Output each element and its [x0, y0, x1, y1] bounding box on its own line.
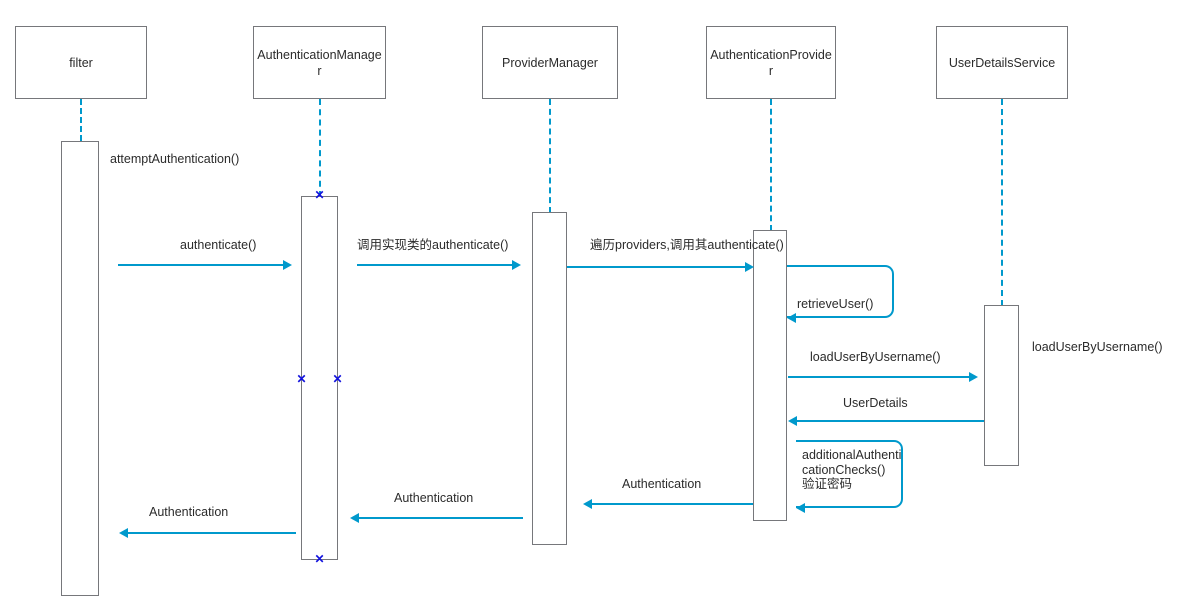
lifeline-user-details-service — [1001, 99, 1003, 306]
destroy-marker-authentication-manager-top: ✕ — [314, 188, 325, 202]
message-label-authentication-return-1: Authentication — [622, 477, 702, 491]
participant-label: AuthenticationProvider — [710, 47, 832, 78]
lifeline-filter — [80, 99, 82, 141]
message-label-iterate-providers: 遍历providers,调用其authenticate() — [590, 238, 784, 252]
message-line-authentication-return-2 — [359, 517, 523, 519]
message-label-additional-authentication-checks: additionalAuthenti cationChecks() 验证密码 — [802, 448, 902, 492]
participant-label: AuthenticationManager — [257, 47, 382, 78]
message-line-load-user-by-username — [788, 376, 969, 378]
participant-filter[interactable]: filter — [15, 26, 147, 99]
activation-authentication-manager — [301, 196, 338, 560]
selfcall-arrowhead-additional-authentication-checks — [796, 503, 805, 513]
participant-label: ProviderManager — [502, 55, 598, 70]
selfcall-loop-additional-authentication-checks — [796, 440, 903, 508]
additional-checks-line-3: 验证密码 — [802, 477, 853, 491]
lifeline-authentication-provider — [770, 99, 772, 231]
message-line-authentication-return-1 — [592, 503, 753, 505]
additional-checks-line-2: cationChecks() — [802, 462, 886, 477]
destroy-marker-authentication-manager-right: ✕ — [332, 372, 343, 386]
activation-user-details-service — [984, 305, 1019, 466]
message-line-iterate-providers — [567, 266, 745, 268]
message-label-attempt-authentication: attemptAuthentication() — [110, 152, 240, 166]
participant-user-details-service[interactable]: UserDetailsService — [936, 26, 1068, 99]
participant-label: filter — [69, 55, 93, 70]
message-label-load-user-by-username-note: loadUserByUsername() — [1032, 340, 1163, 354]
participant-authentication-provider[interactable]: AuthenticationProvider — [706, 26, 836, 99]
selfcall-arrowhead-retrieve-user — [787, 313, 796, 323]
message-arrowhead-user-details — [788, 416, 797, 426]
message-arrowhead-authentication-return-3 — [119, 528, 128, 538]
selfcall-loop-retrieve-user — [787, 265, 894, 318]
message-label-authentication-return-2: Authentication — [394, 491, 474, 505]
message-arrowhead-call-impl-authenticate — [512, 260, 521, 270]
activation-filter — [61, 141, 99, 596]
lifeline-provider-manager — [549, 99, 551, 213]
destroy-marker-authentication-manager-left: ✕ — [296, 372, 307, 386]
message-line-authenticate — [118, 264, 283, 266]
participant-provider-manager[interactable]: ProviderManager — [482, 26, 618, 99]
message-label-call-impl-authenticate: 调用实现类的authenticate() — [357, 238, 509, 252]
participant-authentication-manager[interactable]: AuthenticationManager — [253, 26, 386, 99]
message-label-load-user-by-username: loadUserByUsername() — [810, 350, 941, 364]
message-label-user-details: UserDetails — [843, 396, 908, 410]
message-label-authenticate: authenticate() — [180, 238, 257, 252]
message-line-call-impl-authenticate — [357, 264, 512, 266]
message-arrowhead-iterate-providers — [745, 262, 754, 272]
activation-authentication-provider — [753, 230, 787, 521]
activation-provider-manager — [532, 212, 567, 545]
destroy-marker-authentication-manager-bottom: ✕ — [314, 552, 325, 566]
message-line-user-details — [797, 420, 984, 422]
message-line-authentication-return-3 — [128, 532, 296, 534]
message-label-authentication-return-3: Authentication — [149, 505, 229, 519]
message-arrowhead-authenticate — [283, 260, 292, 270]
message-label-retrieve-user: retrieveUser() — [797, 297, 874, 311]
message-arrowhead-load-user-by-username — [969, 372, 978, 382]
additional-checks-line-1: additionalAuthenti — [802, 448, 902, 462]
message-arrowhead-authentication-return-1 — [583, 499, 592, 509]
message-arrowhead-authentication-return-2 — [350, 513, 359, 523]
lifeline-authentication-manager — [319, 99, 321, 197]
participant-label: UserDetailsService — [948, 55, 1056, 70]
